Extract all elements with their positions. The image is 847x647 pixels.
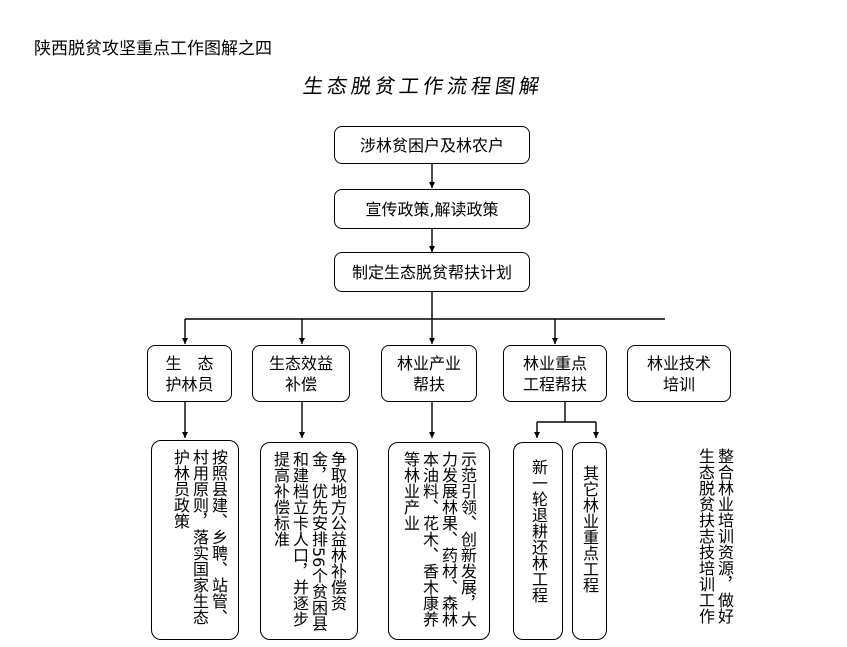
detail-ranger-text: 按照县建、乡聘、站管、村用原则，落实国家生态护林员政策 bbox=[171, 449, 228, 625]
detail-sub-other: 其它林业重点工程 bbox=[572, 442, 607, 640]
detail-sub-conversion-text: 新一轮退耕还林工程 bbox=[529, 459, 548, 603]
step-policy-publicity-label: 宣传政策,解读政策 bbox=[365, 199, 499, 219]
header-title: 陕西脱贫攻坚重点工作图解之四 bbox=[34, 39, 272, 59]
detail-compensation: 争取地方公益林补偿资金，优先安排56个贫困县和建档立卡人口，并逐步提高补偿标准 bbox=[260, 442, 358, 640]
detail-ranger: 按照县建、乡聘、站管、村用原则，落实国家生态护林员政策 bbox=[151, 440, 239, 640]
branch-industry: 林业产业 帮扶 bbox=[381, 345, 477, 402]
step-policy-publicity: 宣传政策,解读政策 bbox=[334, 189, 530, 229]
detail-industry-text: 示范引领、创新发展，大力发展林果、药材、森林本油料、花木、香木康养等林业产业 bbox=[401, 451, 477, 627]
branch-compensation-label-1: 生态效益 bbox=[268, 353, 333, 373]
branch-industry-label-2: 帮扶 bbox=[412, 374, 445, 394]
branch-ranger: 生 态 护林员 bbox=[147, 345, 232, 402]
branch-industry-label-1: 林业产业 bbox=[396, 353, 461, 373]
detail-industry: 示范引领、创新发展，大力发展林果、药材、森林本油料、花木、香木康养等林业产业 bbox=[388, 442, 490, 640]
step-affected-households-label: 涉林贫困户及林农户 bbox=[359, 135, 504, 155]
branch-key-projects-label-1: 林业重点 bbox=[522, 353, 587, 373]
step-aid-plan: 制定生态脱贫帮扶计划 bbox=[334, 252, 530, 292]
branch-key-projects: 林业重点 工程帮扶 bbox=[503, 345, 607, 402]
detail-sub-conversion: 新一轮退耕还林工程 bbox=[513, 442, 563, 640]
detail-training-text: 整合林业培训资源，做好生态脱贫扶志技培训工作 bbox=[696, 448, 734, 624]
branch-ranger-label-2: 护林员 bbox=[165, 374, 214, 394]
branch-key-projects-label-2: 工程帮扶 bbox=[522, 374, 587, 394]
detail-compensation-text: 争取地方公益林补偿资金，优先安排56个贫困县和建档立卡人口，并逐步提高补偿标准 bbox=[271, 451, 347, 632]
branch-training: 林业技术 培训 bbox=[627, 345, 731, 402]
step-aid-plan-label: 制定生态脱贫帮扶计划 bbox=[351, 262, 512, 282]
step-affected-households: 涉林贫困户及林农户 bbox=[334, 126, 530, 164]
branch-compensation-label-2: 补偿 bbox=[284, 374, 317, 394]
detail-sub-other-text: 其它林业重点工程 bbox=[580, 465, 599, 593]
branch-ranger-label-1: 生 态 bbox=[165, 353, 214, 373]
branch-training-label-1: 林业技术 bbox=[646, 353, 711, 373]
branch-training-label-2: 培训 bbox=[662, 374, 695, 394]
branch-compensation: 生态效益 补偿 bbox=[252, 345, 350, 402]
